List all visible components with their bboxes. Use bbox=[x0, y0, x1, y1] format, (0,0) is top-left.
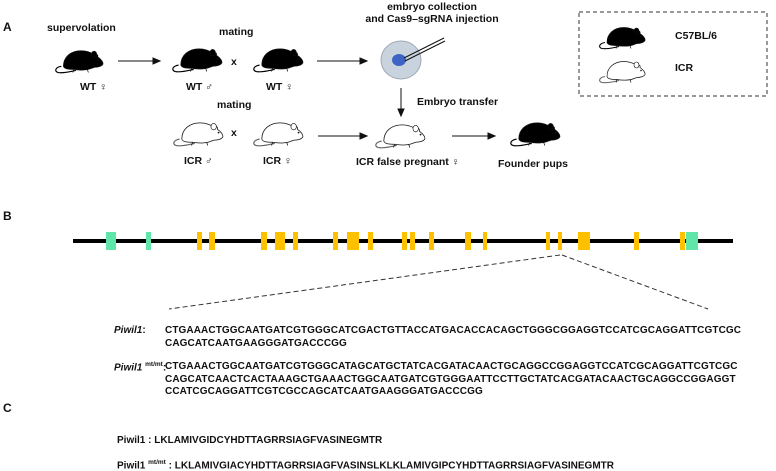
founder-pups-label: Founder pups bbox=[498, 158, 568, 170]
mutant-protein-row: Piwil1 mt/mt : LKLAMIVGIACYHDTTAGRRSIAGF… bbox=[117, 459, 614, 471]
wt-protein-sequence: LKLAMIVGIDCYHDTTAGRRSIAGFVASINEGMTR bbox=[154, 435, 383, 446]
wt-sequence: CTGAAACTGGCAATGATCGTGGGCATCGACTGTTACCATG… bbox=[165, 325, 741, 350]
icr-false-pregnant-mouse-icon bbox=[375, 124, 426, 149]
c57-female-mouse-icon bbox=[253, 48, 304, 73]
utr-regions bbox=[106, 232, 698, 250]
injection-needle-icon bbox=[403, 37, 445, 59]
breeding-scheme-diagram bbox=[55, 11, 768, 149]
mutant-sequence-line-1: CTGAAACTGGCAATGATCGTGGGCATAGCATGCTATCACG… bbox=[165, 361, 738, 372]
wt-female-label: WT ♀ bbox=[80, 81, 108, 93]
panel-label-b: B bbox=[3, 209, 12, 223]
icr-female-mouse-icon bbox=[253, 122, 304, 147]
wt-sequence-line-1: CTGAAACTGGCAATGATCGTGGGCATCGACTGTTACCATG… bbox=[165, 325, 742, 336]
embryo-transfer-label: Embryo transfer bbox=[417, 96, 499, 108]
injection-label-line2: and Cas9–sgRNA injection bbox=[365, 13, 499, 25]
mutant-sequence: CTGAAACTGGCAATGATCGTGGGCATAGCATGCTATCACG… bbox=[165, 361, 738, 399]
wt-protein-row: Piwil1 : LKLAMIVGIDCYHDTTAGRRSIAGFVASINE… bbox=[117, 435, 383, 446]
panel-label-c: C bbox=[3, 401, 12, 415]
mutant-protein-label: Piwil1 bbox=[117, 460, 146, 471]
injection-label-line1: embryo collection bbox=[387, 1, 477, 13]
legend-icr-label: ICR bbox=[675, 62, 694, 74]
c57-male-mouse-icon bbox=[172, 48, 223, 73]
wt-male-label: WT ♂ bbox=[186, 81, 214, 93]
wt-female-label-2: WT ♀ bbox=[266, 81, 294, 93]
mutant-sequence-label: Piwil1 mt/mt: bbox=[114, 361, 167, 374]
panel-label-a: A bbox=[3, 20, 12, 34]
icr-female-label: ICR ♀ bbox=[263, 155, 292, 167]
legend-icr-mouse-icon bbox=[599, 60, 646, 84]
mating-label-top: mating bbox=[219, 26, 254, 38]
wt-protein-label: Piwil1 bbox=[117, 435, 146, 446]
mating-label-bottom: mating bbox=[217, 99, 252, 111]
founder-pup-mouse-icon bbox=[510, 122, 561, 147]
legend-c57-label: C57BL/6 bbox=[675, 30, 718, 42]
icr-false-pregnant-label: ICR false pregnant ♀ bbox=[356, 156, 460, 168]
mutant-sequence-line-3: CCATCGCAGGATTCGTCGCCAGCATCAATGAAGGGATGAC… bbox=[165, 386, 483, 397]
cross-symbol-bottom: x bbox=[231, 127, 237, 139]
legend-box bbox=[578, 11, 768, 97]
embryo-icon bbox=[392, 54, 406, 66]
wt-sequence-line-2: CAGCATCAATGAAGGGATGACCCGG bbox=[165, 337, 347, 349]
icr-male-label: ICR ♂ bbox=[184, 155, 213, 167]
exon-blocks bbox=[197, 232, 685, 250]
wt-sequence-label: Piwil1: bbox=[114, 325, 146, 336]
supervolation-label: supervolation bbox=[47, 22, 116, 34]
icr-male-mouse-icon bbox=[173, 122, 224, 147]
cross-symbol-top: x bbox=[231, 56, 237, 68]
c57-female-mouse-icon bbox=[55, 50, 104, 74]
mutant-sequence-line-2: CAGCATCAACTCACTAAAGCTGAAACTGGCAATGATCGTG… bbox=[165, 373, 736, 385]
legend-c57-mouse-icon bbox=[599, 26, 646, 50]
mutant-protein-sequence: LKLAMIVGIACYHDTTAGRRSIAGFVASINSLKLKLAMIV… bbox=[174, 460, 614, 471]
piwil1-gene-structure bbox=[73, 232, 733, 310]
